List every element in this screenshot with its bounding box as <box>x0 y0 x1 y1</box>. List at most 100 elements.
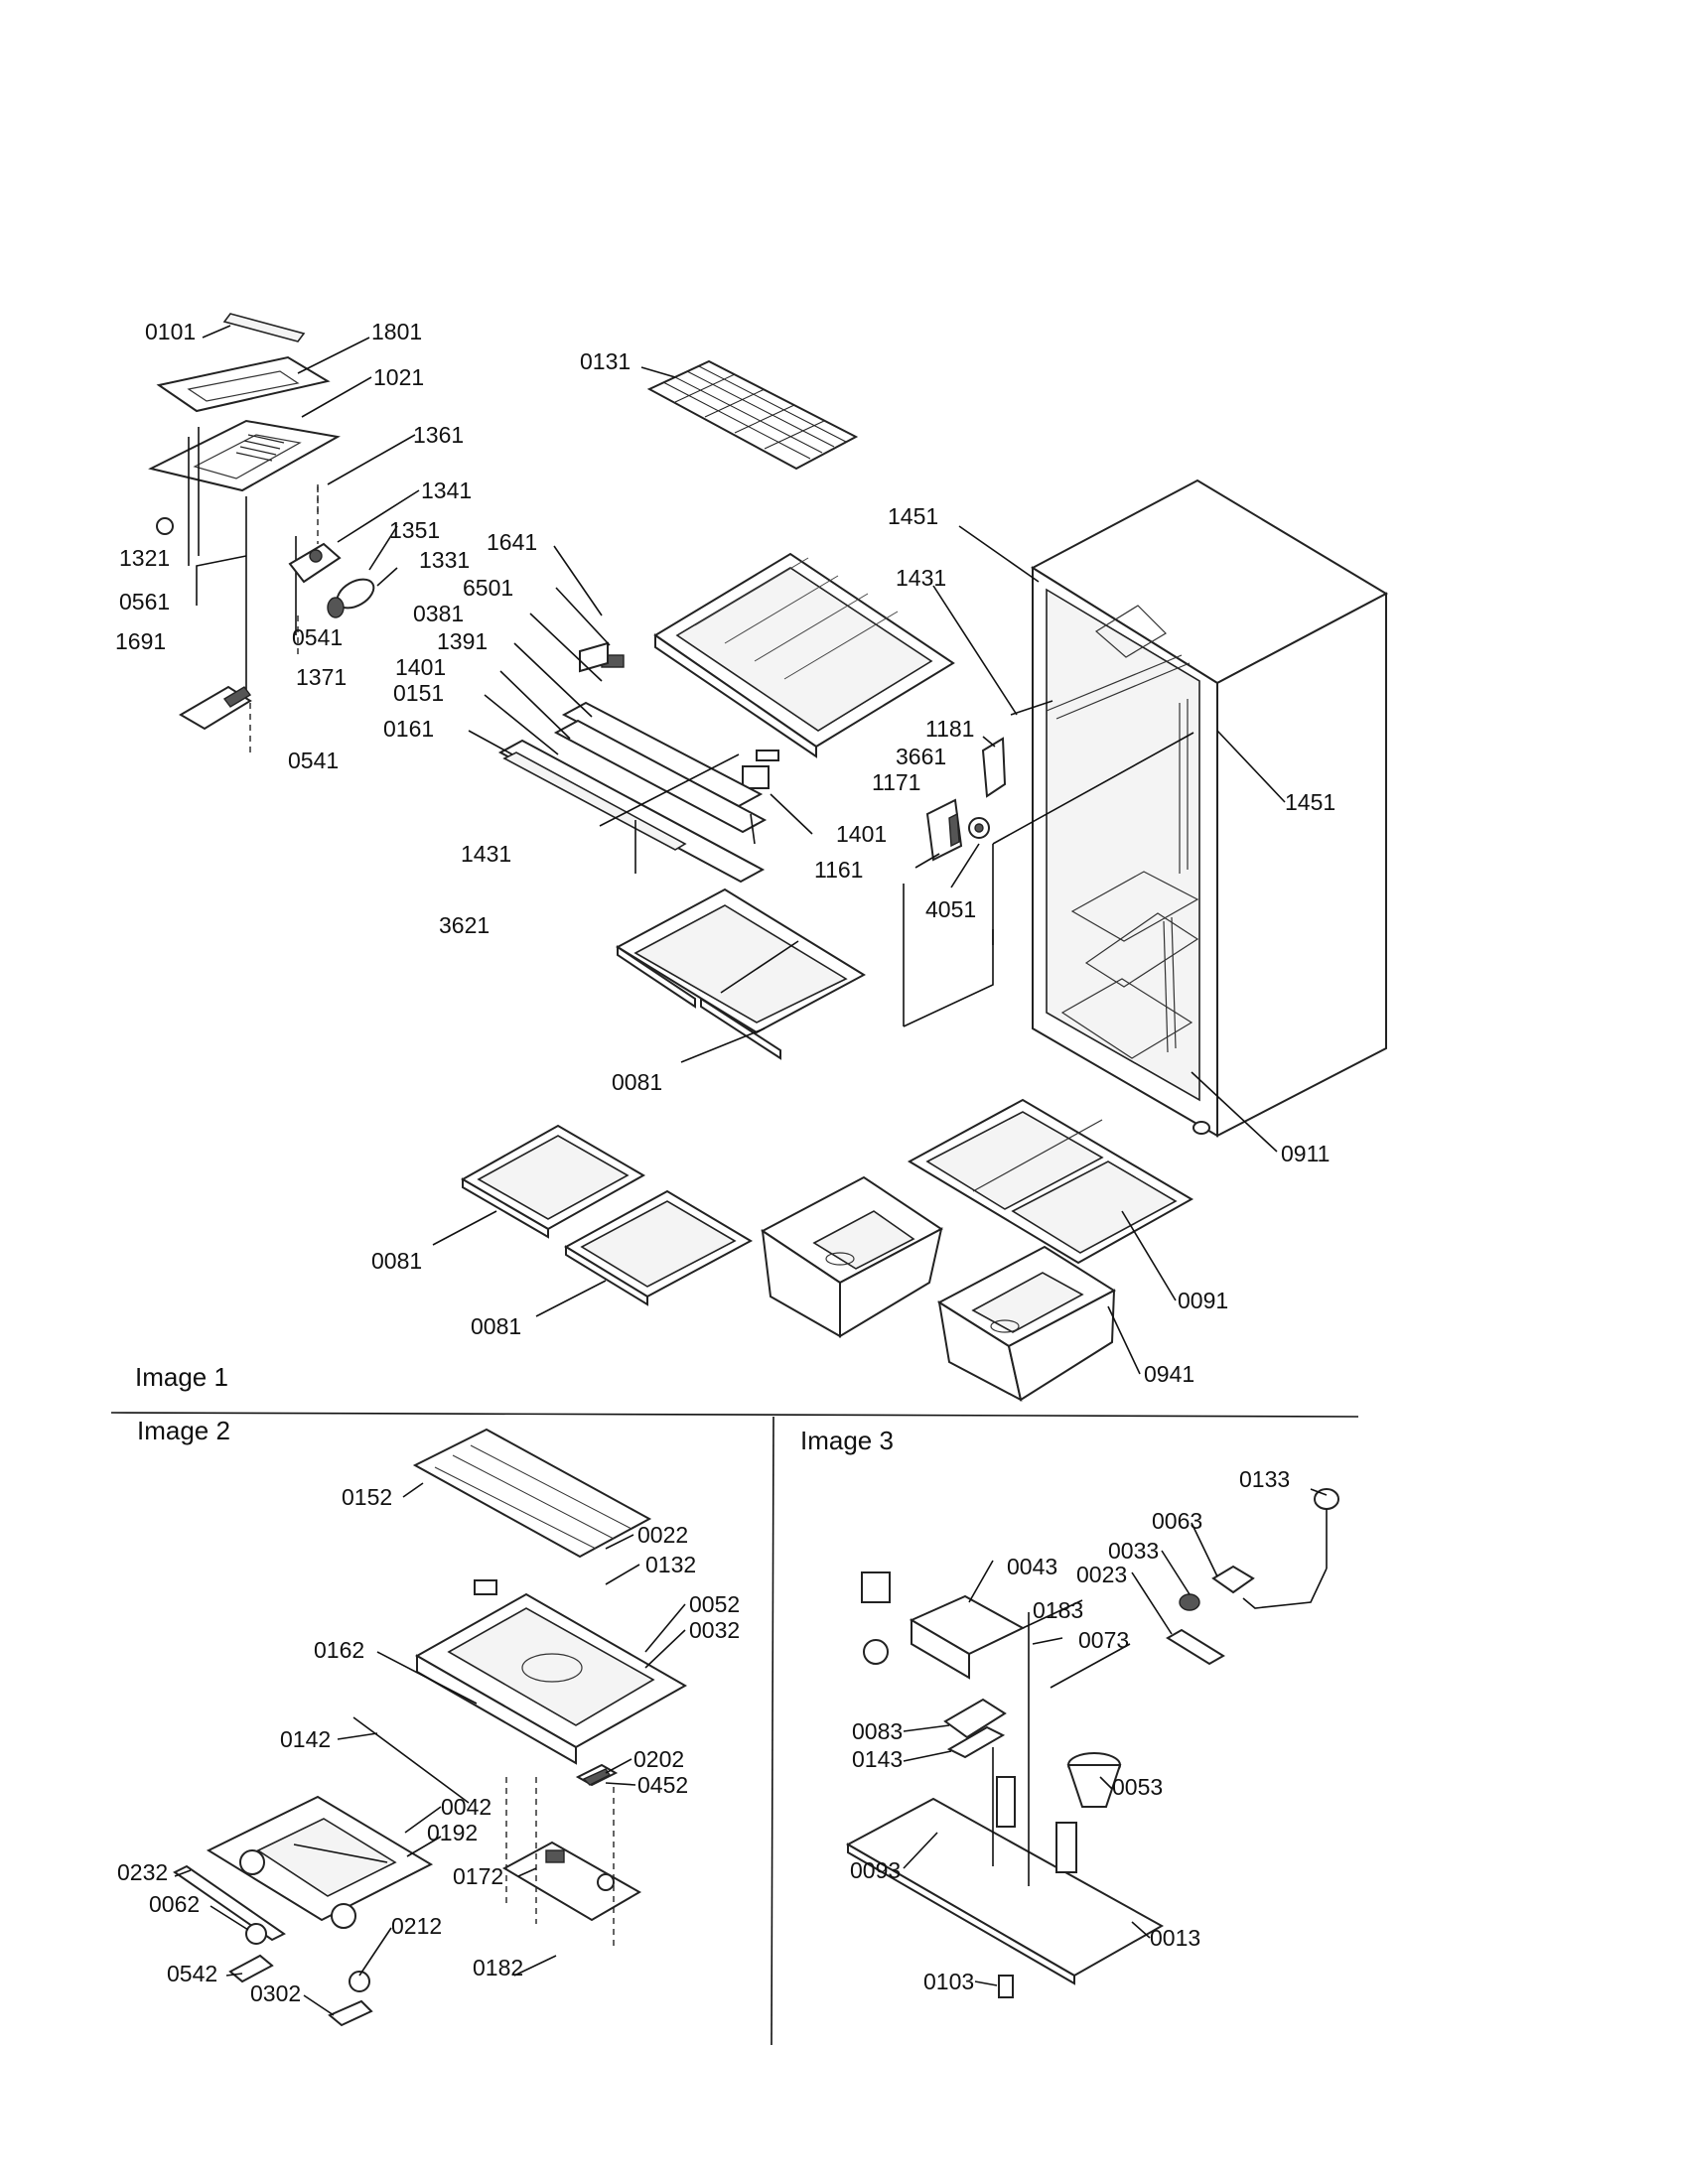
label-1401-a: 1401 <box>395 654 446 680</box>
label-0022: 0022 <box>637 1522 688 1548</box>
image-1-drawings <box>148 313 1389 1402</box>
socket-part <box>327 597 345 618</box>
label-0182: 0182 <box>473 1955 523 1980</box>
label-0081-c: 0081 <box>471 1313 521 1339</box>
label-0073: 0073 <box>1078 1627 1129 1653</box>
label-0042: 0042 <box>441 1794 491 1820</box>
section-title-image-2: Image 2 <box>137 1416 230 1445</box>
control-housing-icon <box>501 1841 642 1922</box>
section-title-image-1: Image 1 <box>135 1362 228 1392</box>
refrigerator-cabinet-icon <box>1030 478 1389 1138</box>
label-0033: 0033 <box>1108 1538 1159 1564</box>
label-6501: 6501 <box>463 575 513 601</box>
control-bracket-part <box>981 737 1007 798</box>
label-0212: 0212 <box>391 1913 442 1939</box>
label-0133: 0133 <box>1239 1466 1290 1492</box>
label-0381: 0381 <box>413 601 464 626</box>
thermostat-part <box>1211 1565 1255 1594</box>
label-1161: 1161 <box>814 857 863 883</box>
section-title-image-3: Image 3 <box>800 1426 894 1455</box>
label-0541-b: 0541 <box>288 748 339 773</box>
label-0142: 0142 <box>280 1726 331 1752</box>
label-0542: 0542 <box>167 1961 217 1986</box>
label-0091: 0091 <box>1178 1288 1228 1313</box>
label-0202: 0202 <box>633 1746 684 1772</box>
freezer-shelf-part <box>412 1428 652 1559</box>
label-1321: 1321 <box>119 545 170 571</box>
label-0911: 0911 <box>1281 1141 1330 1166</box>
label-0152: 0152 <box>342 1484 392 1510</box>
label-1341: 1341 <box>421 478 472 503</box>
label-1171: 1171 <box>872 769 920 795</box>
label-0063: 0063 <box>1152 1508 1202 1534</box>
connector-part <box>998 1975 1014 1998</box>
glass-shelf-left <box>460 1124 646 1239</box>
label-0172: 0172 <box>453 1863 503 1889</box>
label-1351: 1351 <box>389 517 440 543</box>
label-0452: 0452 <box>637 1772 688 1798</box>
clip-1401 <box>742 765 770 789</box>
label-0151: 0151 <box>393 680 444 706</box>
label-0232: 0232 <box>117 1859 168 1885</box>
label-0103: 0103 <box>923 1969 974 1994</box>
crisper-cover-part <box>907 1098 1194 1265</box>
label-1371: 1371 <box>296 664 347 690</box>
fan-blade-part <box>228 1954 274 1983</box>
label-0032: 0032 <box>689 1617 740 1643</box>
label-1181: 1181 <box>925 716 974 742</box>
label-0062: 0062 <box>149 1891 200 1917</box>
label-0183: 0183 <box>1033 1597 1083 1623</box>
image-2-drawings <box>173 1428 688 2027</box>
label-0083: 0083 <box>852 1718 903 1744</box>
label-4051: 4051 <box>925 896 976 922</box>
label-0161: 0161 <box>383 716 434 742</box>
label-1431-a: 1431 <box>461 841 511 867</box>
label-0043: 0043 <box>1007 1554 1057 1579</box>
label-1331: 1331 <box>419 547 470 573</box>
section-dividers <box>110 1412 1359 2046</box>
label-0081-a: 0081 <box>612 1069 662 1095</box>
label-3621: 3621 <box>439 912 490 938</box>
knob-part <box>156 517 174 535</box>
label-1431-b: 1431 <box>896 565 946 591</box>
label-0162: 0162 <box>314 1637 364 1663</box>
label-1391: 1391 <box>437 628 488 654</box>
label-0941: 0941 <box>1144 1361 1194 1387</box>
rod-part <box>352 1716 470 1804</box>
leader-lines <box>174 325 1328 2016</box>
label-0093: 0093 <box>850 1857 901 1883</box>
light-cover-part <box>156 355 331 413</box>
shelf-assembly-1641 <box>653 552 955 758</box>
label-0541-a: 0541 <box>292 624 343 650</box>
label-1801: 1801 <box>371 319 422 344</box>
lamp-housing-part <box>148 419 341 492</box>
label-3661: 3661 <box>896 744 946 769</box>
label-0132: 0132 <box>645 1552 696 1577</box>
bar-part <box>173 1864 286 1942</box>
label-0561: 0561 <box>119 589 170 614</box>
label-0053: 0053 <box>1112 1774 1163 1800</box>
label-0013: 0013 <box>1150 1925 1200 1951</box>
crisper-drawer-icon <box>761 1175 943 1338</box>
label-0302: 0302 <box>250 1980 301 2006</box>
wire-shelf-0131 <box>646 359 859 471</box>
crisper-drawer-right <box>937 1245 1116 1402</box>
leader-line <box>1010 700 1053 716</box>
label-1451-b: 1451 <box>1285 789 1335 815</box>
label-1641: 1641 <box>487 529 537 555</box>
part-labels: 0101 1801 1021 0131 1361 1341 1321 1351 … <box>115 319 1335 2006</box>
glass-shelf-mid <box>564 1189 754 1306</box>
horizontal-divider <box>110 1412 1359 1418</box>
label-1451-a: 1451 <box>888 503 938 529</box>
label-1691: 1691 <box>115 628 166 654</box>
label-1021: 1021 <box>373 364 424 390</box>
vertical-divider <box>771 1416 774 2046</box>
label-1361: 1361 <box>413 422 464 448</box>
label-0052: 0052 <box>689 1591 740 1617</box>
glass-shelf-icon <box>615 887 867 1060</box>
label-0023: 0023 <box>1076 1562 1127 1587</box>
label-1401-b: 1401 <box>836 821 887 847</box>
label-0131: 0131 <box>580 348 631 374</box>
light-shield-part <box>222 313 306 342</box>
